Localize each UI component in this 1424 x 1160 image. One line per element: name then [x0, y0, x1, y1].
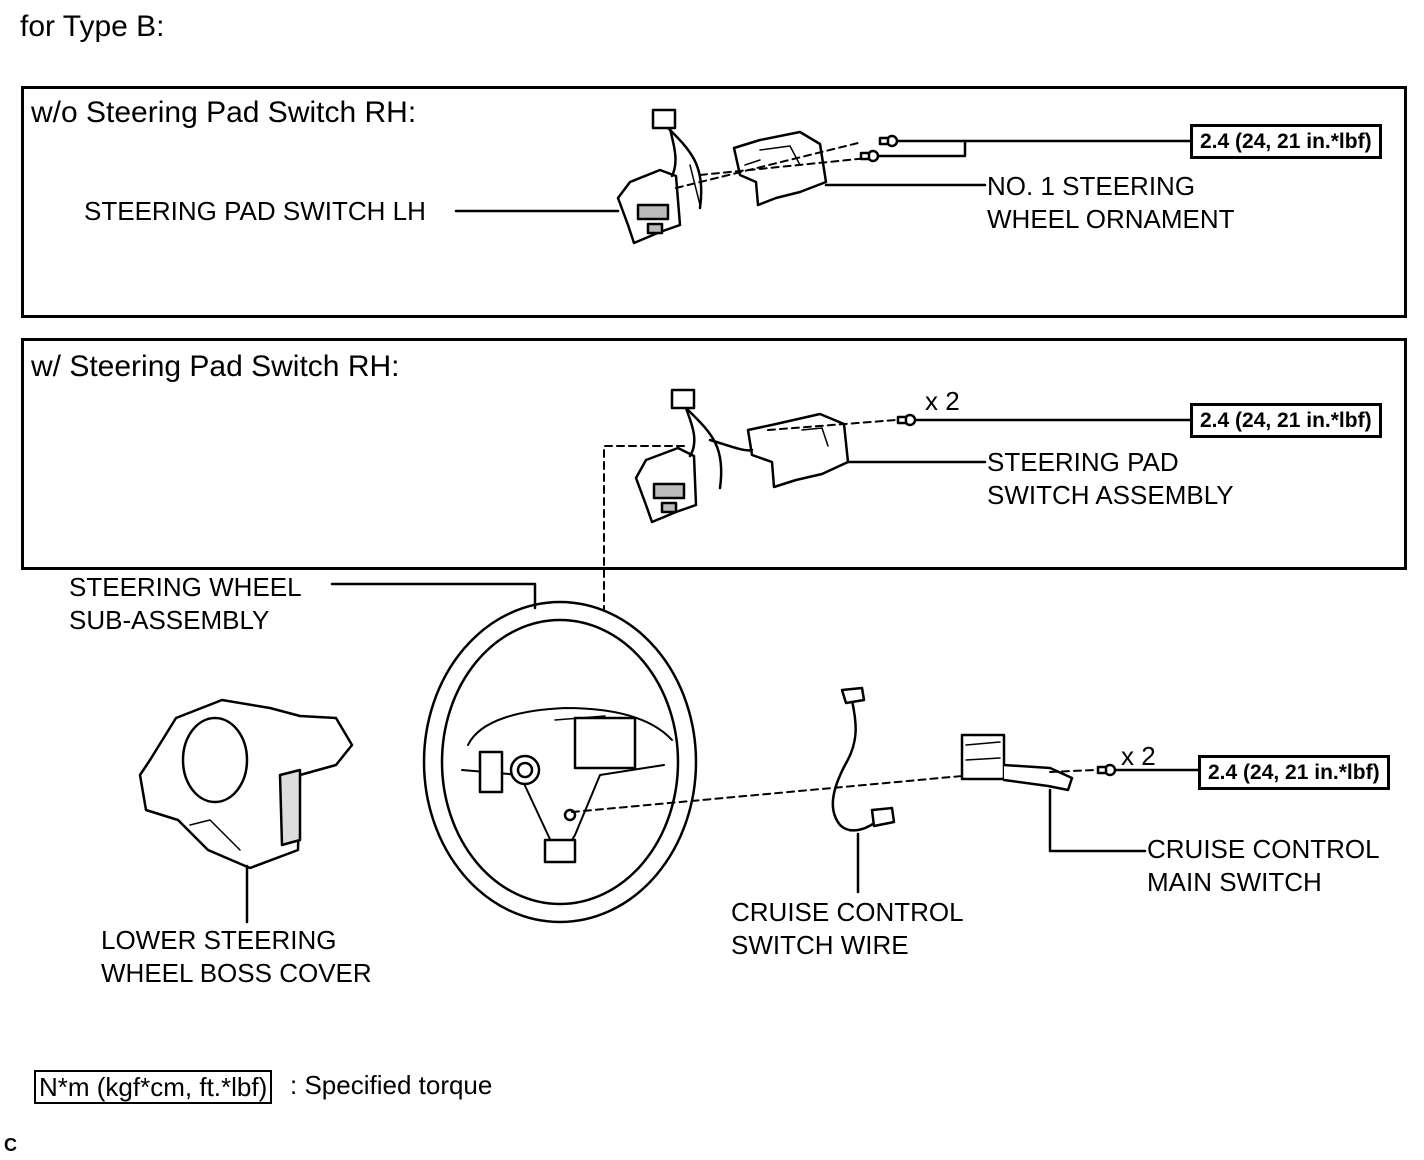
label-pad-switch-assembly-line2: SWITCH ASSEMBLY [987, 480, 1234, 510]
legend-unit-box: N*m (kgf*cm, ft.*lbf) [34, 1070, 273, 1104]
label-main-switch-line2: MAIN SWITCH [1147, 867, 1322, 897]
label-boss-cover-line2: WHEEL BOSS COVER [101, 958, 372, 988]
label-pad-switch-assembly-line1: STEERING PAD [987, 447, 1179, 477]
label-wheel-ornament-line2: WHEEL ORNAMENT [987, 204, 1235, 234]
panel-with-rh-switch [21, 338, 1407, 570]
torque-spec-mid: 2.4 (24, 21 in.*lbf) [1190, 403, 1382, 438]
steering-wheel-part [422, 600, 698, 924]
bolt-mid [896, 413, 917, 427]
label-steering-pad-switch-lh: STEERING PAD SWITCH LH [84, 196, 426, 226]
label-steering-wheel-line2: SUB-ASSEMBLY [69, 605, 270, 635]
legend-text: : Specified torque [290, 1070, 493, 1100]
label-steering-wheel-line1: STEERING WHEEL [69, 572, 302, 602]
page-title: for Type B: [20, 10, 165, 43]
bolt-lower [1096, 763, 1117, 777]
lower-boss-cover-part [138, 698, 354, 870]
label-wheel-ornament-line1: NO. 1 STEERING [987, 171, 1196, 201]
torque-spec-lower: 2.4 (24, 21 in.*lbf) [1198, 755, 1390, 790]
qty-lower: x 2 [1121, 741, 1156, 771]
steering-pad-switch-lh-part [616, 108, 703, 245]
label-switch-wire-line1: CRUISE CONTROL [731, 897, 964, 927]
label-main-switch-line1: CRUISE CONTROL [1147, 834, 1380, 864]
label-switch-wire-line2: SWITCH WIRE [731, 930, 909, 960]
bolt-top-2 [859, 149, 880, 163]
panel-mid-heading: w/ Steering Pad Switch RH: [31, 350, 400, 383]
qty-mid: x 2 [925, 386, 960, 416]
panel-without-rh-switch [21, 86, 1407, 318]
panel-top-heading: w/o Steering Pad Switch RH: [31, 96, 417, 129]
steering-wheel-ornament-part [732, 130, 828, 207]
corner-code: C [4, 1135, 17, 1155]
steering-pad-switch-assembly-part [634, 388, 850, 524]
bolt-top-1 [878, 134, 899, 148]
torque-spec-top: 2.4 (24, 21 in.*lbf) [1190, 124, 1382, 159]
cruise-control-main-switch-part [960, 733, 1074, 792]
cruise-control-switch-wire-part [831, 686, 896, 832]
label-boss-cover-line1: LOWER STEERING [101, 925, 337, 955]
